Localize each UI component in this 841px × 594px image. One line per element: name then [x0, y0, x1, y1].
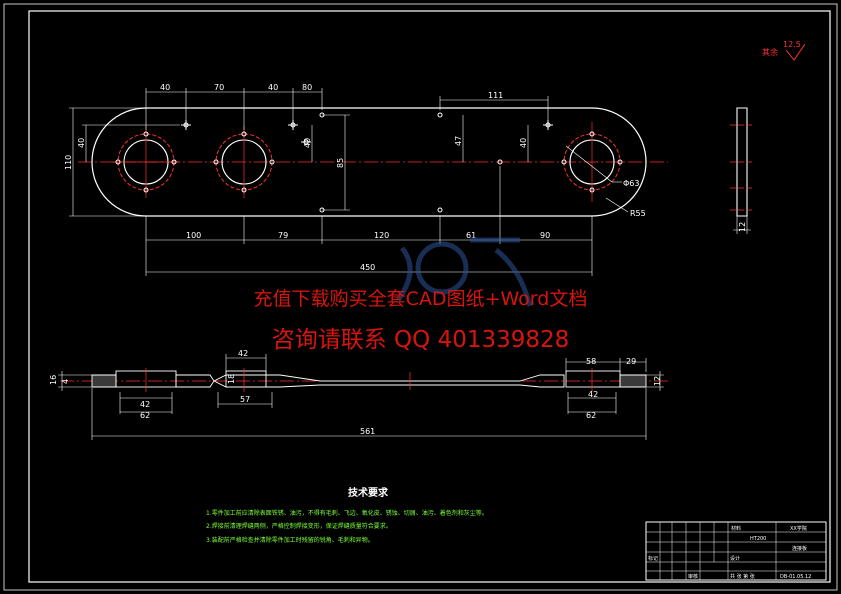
small-holes — [181, 112, 553, 213]
dim-40-mid: 40 — [303, 138, 312, 148]
hole-middle — [213, 126, 275, 198]
roughness-prefix: 其余 — [762, 47, 778, 57]
dim-42a: 42 — [140, 400, 150, 409]
title-block: 材料 HT200 XX学院 连接板 标记 设计 审核 共 张 第 张 DB-01… — [645, 521, 827, 581]
dim-40-right: 40 — [519, 138, 528, 148]
dim-16: 16 — [49, 375, 58, 385]
dim-58: 58 — [586, 357, 596, 366]
dim-61: 61 — [466, 231, 476, 240]
top-view: 40 70 40 80 111 110 40 40 85 47 40 Φ63 R… — [64, 83, 668, 276]
dim-29: 29 — [626, 357, 636, 366]
tech-req-item-2: 2.焊接前清理焊缝两侧，严格控制焊接变形，保证焊缝质量符合要求。 — [206, 522, 392, 530]
hole-left — [112, 126, 180, 198]
roughness-symbol: 其余 12.5 — [762, 40, 806, 61]
technical-requirements: 技术要求 1.零件加工前应清除表面铁锈、油污，不得有毛刺、飞边、氧化皮、锈蚀、切… — [206, 486, 488, 544]
dim-100: 100 — [186, 231, 201, 240]
dim-90: 90 — [540, 231, 550, 240]
tech-req-item-3: 3.装配前严格检查并清除零件加工时残留的锐角、毛刺和异物。 — [206, 536, 374, 544]
dim-42c: 42 — [588, 390, 598, 399]
dim-79: 79 — [278, 231, 288, 240]
tb-material-label: 材料 — [731, 525, 741, 532]
tb-material: HT200 — [750, 536, 766, 542]
outer-frame — [3, 3, 838, 591]
dim-42b: 42 — [238, 349, 248, 358]
tb-design: 设计 — [730, 555, 740, 562]
dim-62b: 62 — [586, 411, 596, 420]
dim-r55: R55 — [630, 209, 646, 218]
watermark-line-2: 咨询请联系 QQ 401339828 — [271, 327, 570, 353]
dim-62a: 62 — [140, 411, 150, 420]
tech-req-item-1: 1.零件加工前应清除表面铁锈、油污，不得有毛刺、飞边、氧化皮、锈蚀、切屑、油污、… — [206, 509, 488, 517]
dim-18: 18 — [227, 374, 236, 384]
dim-47: 47 — [454, 136, 463, 146]
section-view: 16 4 42 62 42 18 57 58 29 42 62 12 561 — [49, 349, 668, 440]
dim-111: 111 — [488, 91, 503, 100]
dim-120: 120 — [374, 231, 389, 240]
dim-40b: 40 — [268, 83, 278, 92]
dim-70: 70 — [214, 83, 224, 92]
watermark-line-1: 充值下载购买全套CAD图纸+Word文档 — [253, 288, 588, 310]
dim-4: 4 — [61, 379, 70, 384]
tb-mark: 标记 — [648, 555, 658, 562]
dim-57: 57 — [240, 395, 250, 404]
dim-450: 450 — [360, 263, 375, 272]
dim-85: 85 — [336, 158, 345, 168]
dim-40-left: 40 — [77, 138, 86, 148]
dim-110: 110 — [64, 155, 73, 170]
dim-phi63: Φ63 — [623, 179, 639, 188]
tech-req-title: 技术要求 — [348, 486, 389, 499]
side-view: 12 — [730, 107, 754, 234]
tb-drawing-no: DB-01.05.12 — [780, 574, 811, 580]
tb-part-name: 连接板 — [792, 545, 807, 552]
dim-40a: 40 — [160, 83, 170, 92]
inner-frame — [28, 10, 831, 583]
dim-side-12: 12 — [738, 222, 747, 232]
hole-right — [561, 122, 623, 202]
watermark-logo — [395, 237, 533, 307]
dim-12: 12 — [653, 376, 662, 386]
dim-80: 80 — [302, 83, 312, 92]
tb-check: 审核 — [688, 573, 698, 580]
roughness-value: 12.5 — [783, 40, 801, 49]
tb-school: XX学院 — [790, 525, 807, 532]
dim-561: 561 — [360, 427, 375, 436]
tb-sheets: 共 张 第 张 — [730, 573, 755, 580]
